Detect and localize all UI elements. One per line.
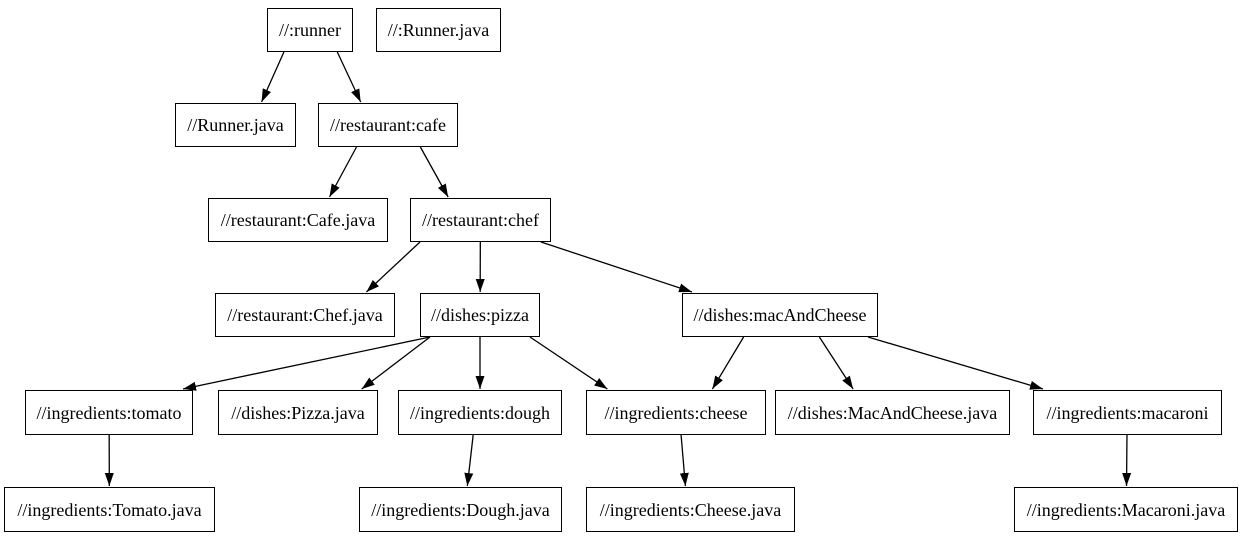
graph-edge-pizza-to-cheese (529, 336, 608, 390)
graph-edge-pizza-to-tomato (182, 336, 431, 391)
graph-node-cheese-java: //ingredients:Cheese.java (586, 487, 795, 532)
graph-edge-chef-to-mac-and-cheese (540, 241, 693, 293)
graph-node-chef: //restaurant:chef (410, 198, 551, 242)
graph-node-dough-java: //ingredients:Dough.java (359, 487, 562, 532)
graph-edge-chef-to-chef-java (365, 241, 421, 293)
graph-node-runner-java: //Runner.java (175, 103, 296, 147)
graph-edge-cafe-to-cafe-java (328, 146, 358, 198)
graph-node-pizza-java: //dishes:Pizza.java (218, 390, 378, 435)
graph-node-cafe-java: //restaurant:Cafe.java (208, 198, 388, 242)
graph-edge-cafe-to-chef (419, 146, 449, 198)
graph-node-pizza: //dishes:pizza (420, 293, 540, 337)
graph-node-chef-java: //restaurant:Chef.java (215, 293, 395, 337)
graph-node-cafe: //restaurant:cafe (318, 103, 458, 147)
graph-node-dough: //ingredients:dough (398, 390, 562, 435)
graph-node-macaroni-java: //ingredients:Macaroni.java (1014, 487, 1238, 532)
graph-node-mac-and-cheese: //dishes:macAndCheese (682, 293, 878, 337)
graph-edge-mac-and-cheese-to-mac-and-cheese-java (818, 336, 854, 390)
graph-edge-runner-to-cafe (336, 51, 362, 103)
graph-node-runner-java-root: //:Runner.java (376, 8, 501, 52)
graph-node-tomato: //ingredients:tomato (25, 390, 193, 435)
graph-node-tomato-java: //ingredients:Tomato.java (4, 487, 215, 532)
graph-node-runner: //:runner (267, 8, 353, 52)
graph-edge-mac-and-cheese-to-macaroni (867, 336, 1044, 390)
graph-edge-runner-to-runner-java (260, 51, 285, 103)
graph-edge-pizza-to-pizza-java (361, 336, 431, 390)
graph-node-macaroni: //ingredients:macaroni (1033, 390, 1222, 435)
graph-node-mac-and-cheese-java: //dishes:MacAndCheese.java (775, 390, 1010, 435)
graph-edge-dough-to-dough-java (464, 434, 474, 487)
graph-edge-mac-and-cheese-to-cheese (711, 336, 745, 390)
graph-edge-cheese-to-cheese-java (679, 434, 689, 487)
graph-node-cheese: //ingredients:cheese (586, 390, 766, 435)
